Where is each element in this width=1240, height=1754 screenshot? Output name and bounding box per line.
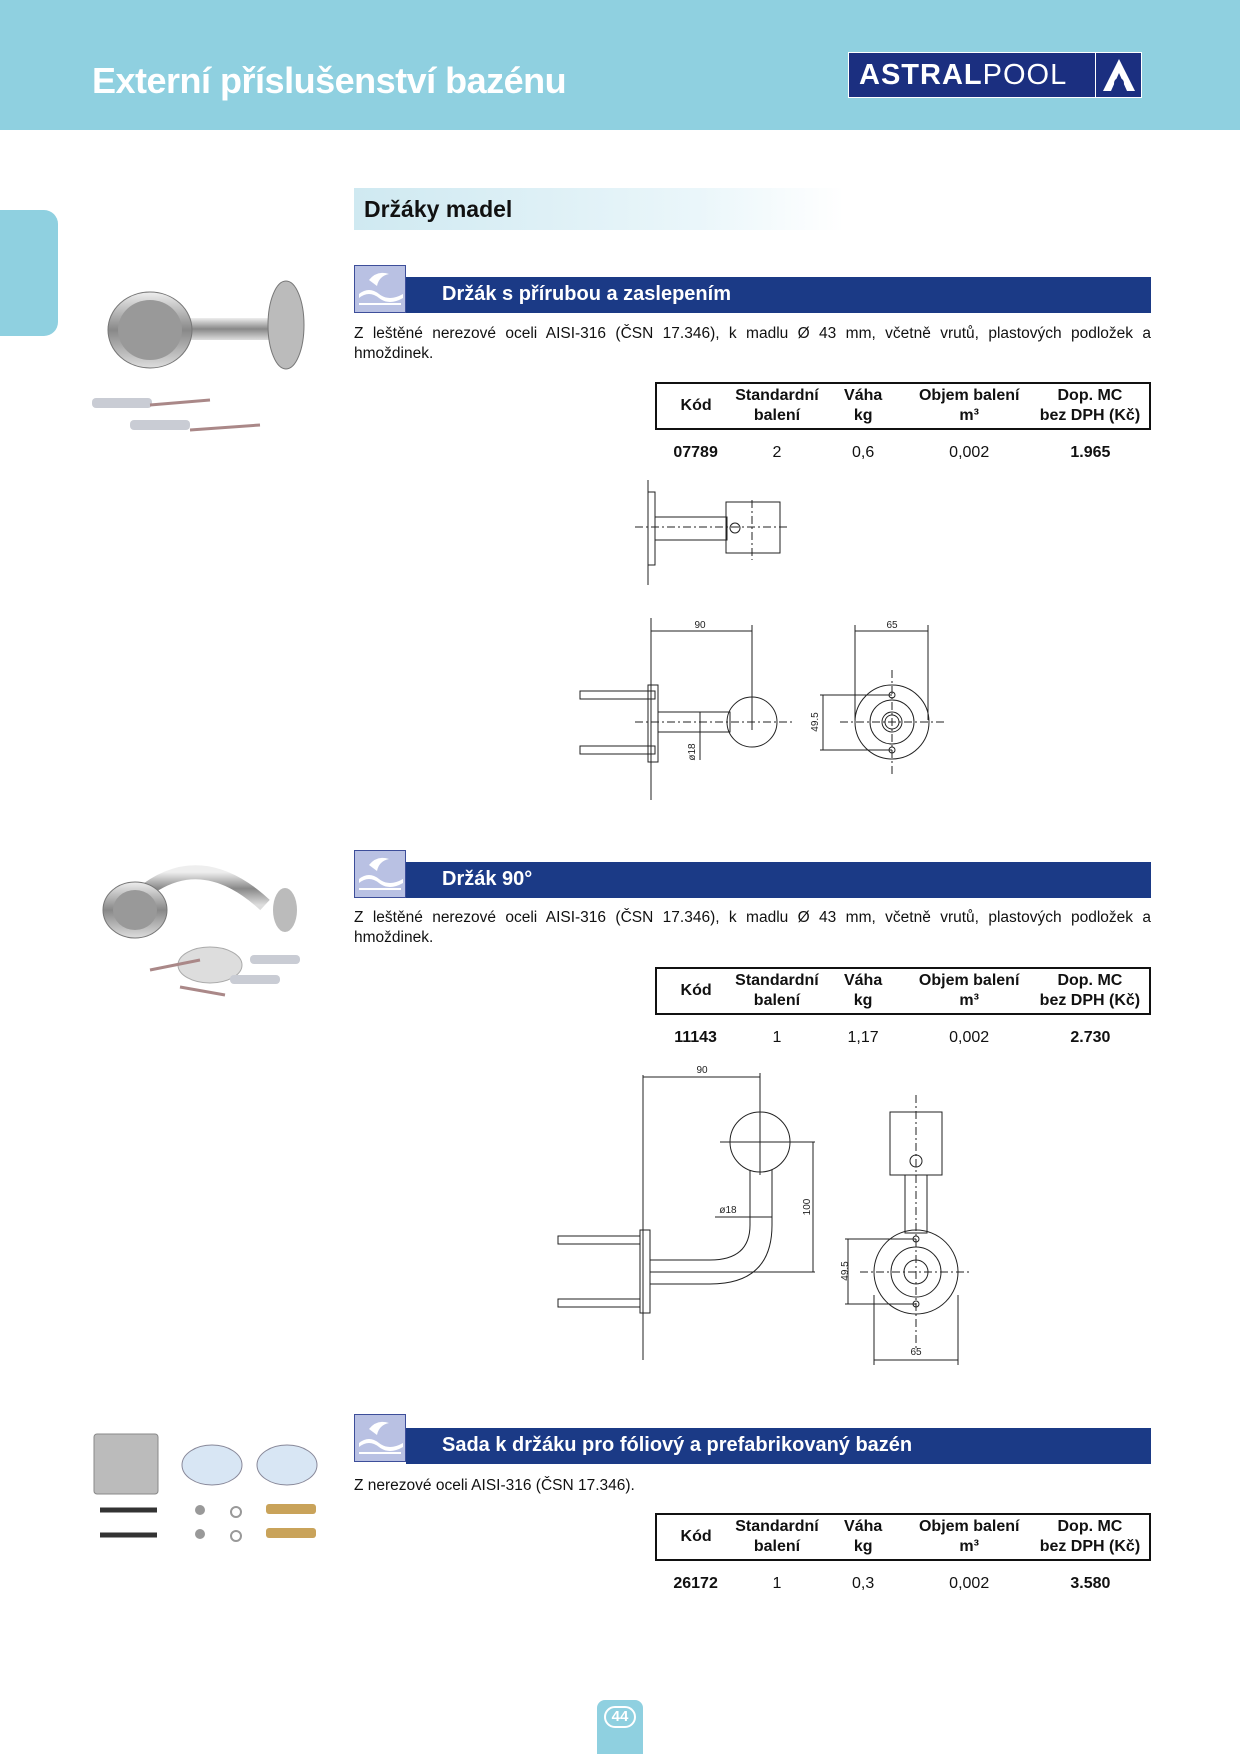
product-description: Z nerezové oceli AISI-316 (ČSN 17.346). [354,1477,635,1494]
technical-drawing-90-holder: 90 65 49.5 ø18 100 [557,1065,970,1365]
product-title: Sada k držáku pro fóliový a prefabrikova… [406,1428,1151,1464]
page-number-label: 44 [604,1706,636,1728]
logo-text-light: POOL [982,58,1068,91]
astralpool-logo: ASTRALPOOL [848,52,1142,98]
pool-swimmer-icon [354,265,406,313]
page-title: Externí příslušenství bazénu [92,60,567,101]
dim-holes: 49.5 [840,1261,851,1281]
dim-height: 100 [802,1198,813,1215]
product-photo-kit [93,1433,318,1542]
col-kod: Kód [654,382,736,430]
product-photo-flange-holder [92,280,305,432]
page-number: 44 [597,1700,643,1754]
dim-flange: 65 [886,620,898,631]
technical-drawing-flange-holder: 90 65 49.5 ø18 [579,480,945,800]
dim-rod: ø18 [687,743,698,761]
dim-flange: 65 [910,1347,922,1358]
dim-width: 90 [694,620,706,631]
logo-text-bold: ASTRAL [859,58,983,91]
dim-rod: ø18 [719,1205,737,1216]
dim-width: 90 [696,1065,708,1076]
side-tab [0,210,58,336]
product-description: Z leštěné nerezové oceli AISI-316 (ČSN 1… [354,325,1151,362]
product-title: Držák 90° [406,862,1151,898]
pool-swimmer-icon [354,850,406,898]
product-photo-90-holder [102,865,300,997]
section-title: Držáky madel [354,188,844,230]
product-description: Z leštěné nerezové oceli AISI-316 (ČSN 1… [354,909,1151,946]
product-title: Držák s přírubou a zaslepením [406,277,1151,313]
dim-holes: 49.5 [810,712,821,732]
logo-triangle-icon [1095,53,1141,97]
pool-swimmer-icon [354,1414,406,1462]
